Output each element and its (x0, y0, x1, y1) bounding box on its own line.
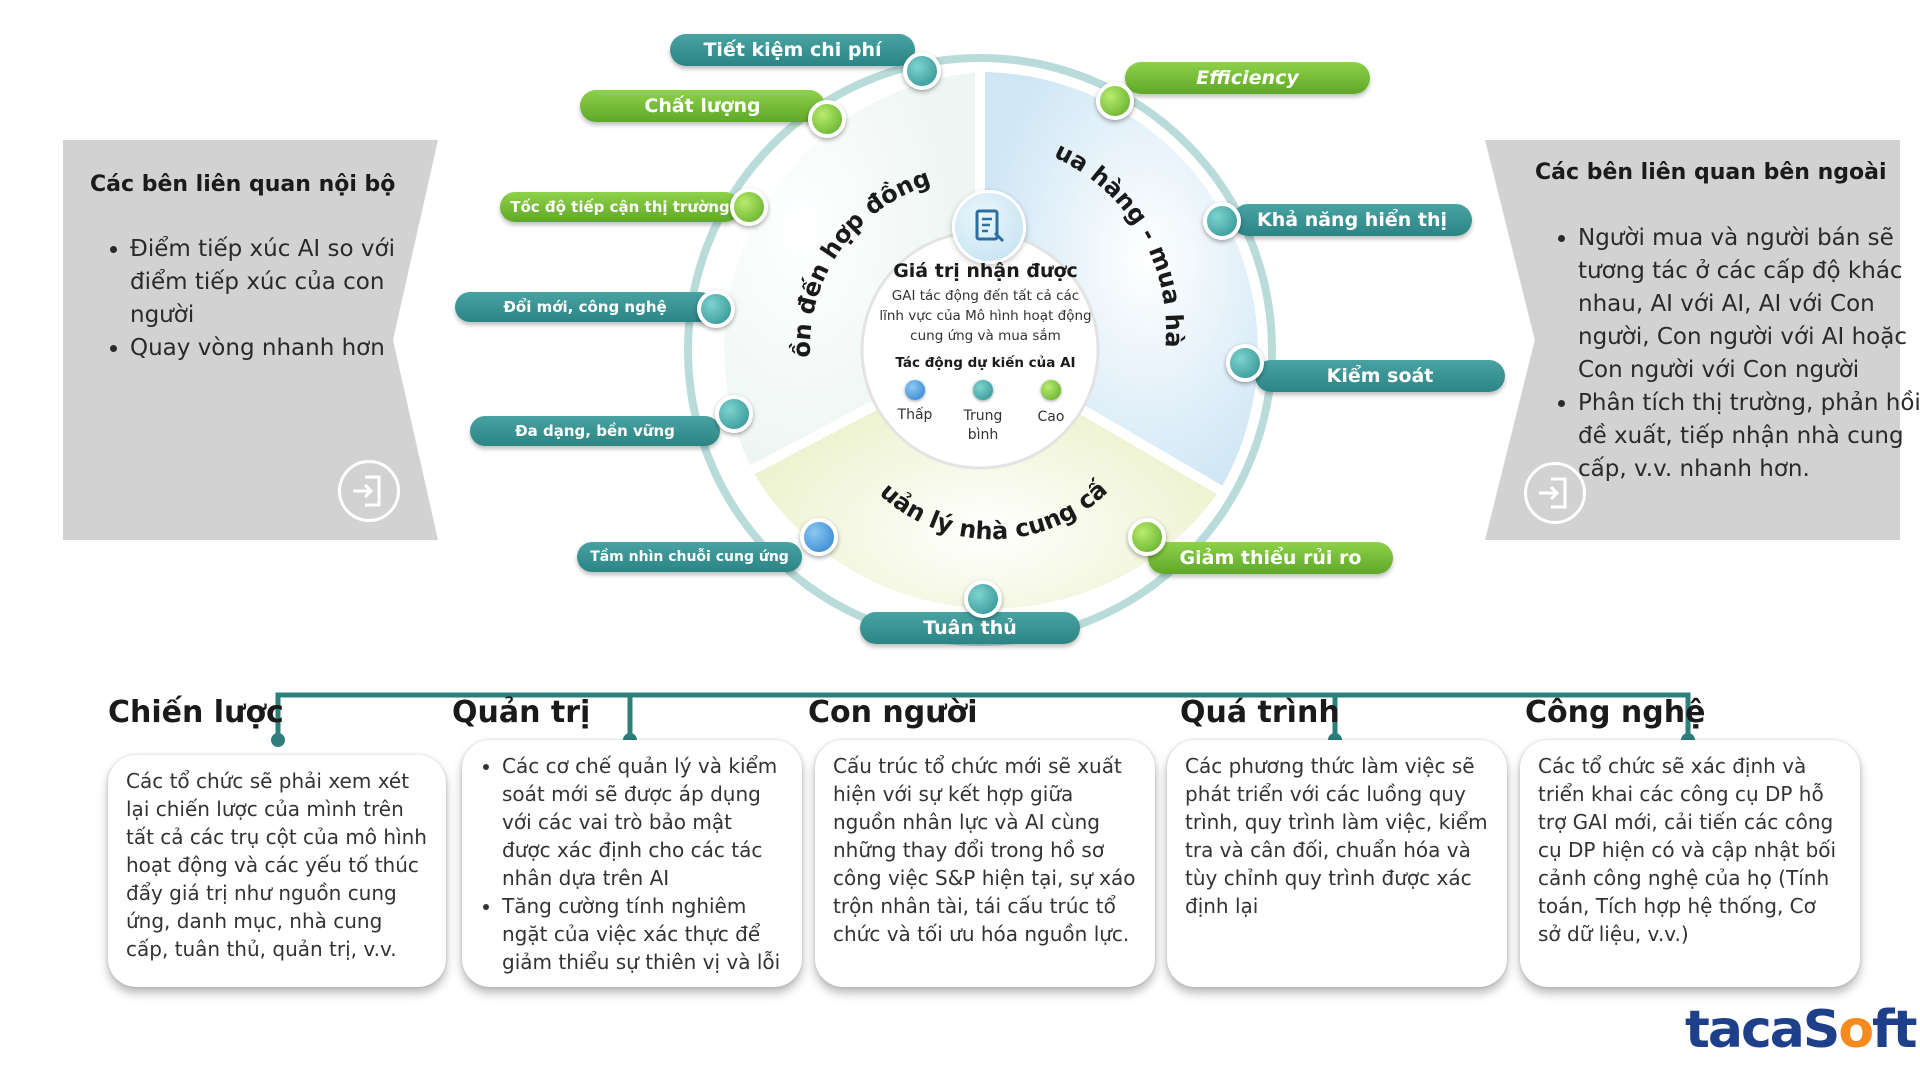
node-control (1226, 344, 1264, 382)
node-risk-mitigation (1128, 518, 1166, 556)
pill-supply-chain-visibility: Tầm nhìn chuỗi cung ứng (577, 542, 802, 572)
tacasoft-logo: tacaSoft (1685, 1000, 1918, 1060)
enter-icon (1524, 462, 1586, 524)
pill-cost-saving: Tiết kiệm chi phí (670, 34, 915, 66)
legend-label-low: Thấp (897, 407, 933, 423)
pill-innovation: Đổi mới, công nghệ (455, 292, 715, 322)
pill-quality: Chất lượng (580, 90, 825, 122)
card-text: Các tổ chức sẽ phải xem xét lại chiến lư… (126, 769, 427, 961)
node-speed-to-market (730, 188, 768, 226)
legend-label-medium: Trung bình (963, 408, 1003, 443)
legend-label-high: Cao (1037, 409, 1065, 425)
list-item: Điểm tiếp xúc AI so với điểm tiếp xúc củ… (130, 233, 400, 332)
list-item: Tăng cường tính nghiêm ngặt của việc xác… (502, 892, 786, 976)
pill-control: Kiểm soát (1255, 360, 1505, 392)
internal-stakeholders-title: Các bên liên quan nội bộ (90, 172, 396, 197)
pill-risk-mitigation: Giảm thiểu rủi ro (1148, 542, 1393, 574)
pill-compliance: Tuân thủ (860, 612, 1080, 644)
card-process: Các phương thức làm việc sẽ phát triển v… (1167, 740, 1507, 987)
document-icon (952, 190, 1026, 264)
value-description: GAI tác động đến tất cả các lĩnh vực của… (879, 288, 1092, 344)
node-compliance (964, 580, 1002, 618)
legend-title: Tác động dự kiến của AI (895, 355, 1076, 371)
node-supply-chain-visibility (800, 518, 838, 556)
pill-efficiency: Efficiency (1125, 62, 1370, 94)
card-text: Các tổ chức sẽ xác định và triển khai cá… (1538, 754, 1837, 946)
node-cost-saving (903, 52, 941, 90)
pill-visibility: Khả năng hiển thị (1232, 204, 1472, 236)
category-title-governance: Quản trị (452, 695, 591, 730)
external-stakeholders-list: Người mua và người bán sẽ tương tác ở cá… (1552, 222, 1920, 486)
list-item: Các cơ chế quản lý và kiểm soát mới sẽ đ… (502, 752, 786, 892)
node-efficiency (1096, 82, 1134, 120)
node-visibility (1203, 202, 1241, 240)
category-title-process: Quá trình (1180, 695, 1340, 730)
card-text: Các phương thức làm việc sẽ phát triển v… (1185, 754, 1488, 918)
category-title-people: Con người (808, 695, 978, 730)
card-strategy: Các tổ chức sẽ phải xem xét lại chiến lư… (108, 755, 446, 987)
external-stakeholders-title: Các bên liên quan bên ngoài (1535, 160, 1887, 185)
card-list: Các cơ chế quản lý và kiểm soát mới sẽ đ… (480, 752, 786, 976)
category-title-strategy: Chiến lược (108, 695, 284, 730)
node-diversity (715, 395, 753, 433)
card-text: Cấu trúc tổ chức mới sẽ xuất hiện với sự… (833, 754, 1136, 946)
enter-icon (338, 460, 400, 522)
list-item: Quay vòng nhanh hơn (130, 332, 400, 365)
pill-diversity: Đa dạng, bền vững (470, 416, 720, 446)
category-title-technology: Công nghệ (1525, 695, 1706, 730)
card-technology: Các tổ chức sẽ xác định và triển khai cá… (1520, 740, 1860, 987)
card-people: Cấu trúc tổ chức mới sẽ xuất hiện với sự… (815, 740, 1155, 987)
list-item: Người mua và người bán sẽ tương tác ở cá… (1578, 222, 1920, 387)
legend-dot-medium (973, 380, 993, 400)
node-innovation (697, 290, 735, 328)
category-connector (271, 692, 1695, 747)
legend-dot-high (1041, 380, 1061, 400)
card-governance: Các cơ chế quản lý và kiểm soát mới sẽ đ… (462, 740, 802, 987)
value-title: Giá trị nhận được (893, 260, 1078, 282)
internal-stakeholders-list: Điểm tiếp xúc AI so với điểm tiếp xúc củ… (104, 233, 400, 365)
pill-speed-to-market: Tốc độ tiếp cận thị trường (500, 192, 740, 222)
list-item: Phân tích thị trường, phản hồi đề xuất, … (1578, 387, 1920, 486)
node-quality (808, 100, 846, 138)
legend-dot-low (905, 380, 925, 400)
